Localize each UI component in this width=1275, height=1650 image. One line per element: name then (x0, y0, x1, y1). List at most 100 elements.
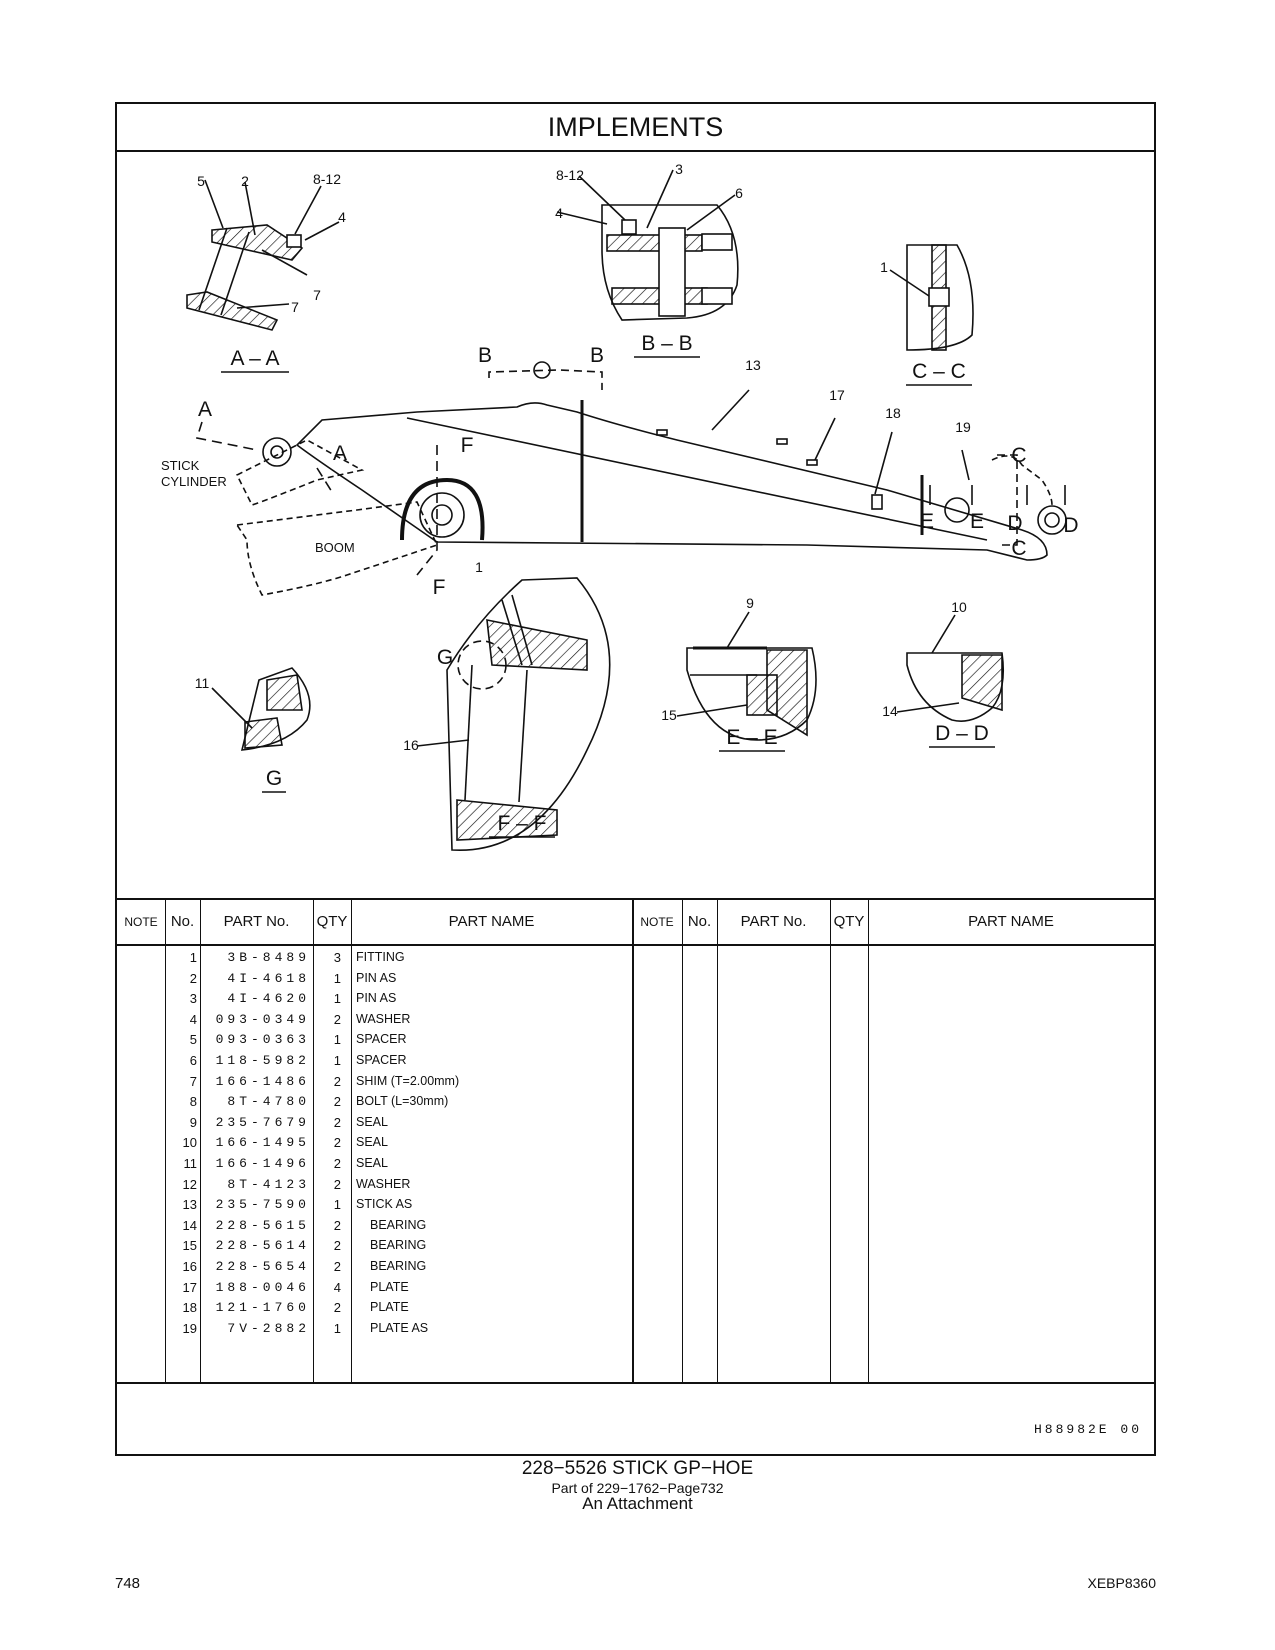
row-part-name: SEAL (356, 1114, 388, 1129)
header-part-no-right: PART No. (740, 913, 807, 930)
header-no-right: No. (687, 913, 712, 930)
cut-letter-g: G (437, 646, 453, 669)
parts-page-frame: IMPLEMENTS (115, 102, 1156, 1456)
cut-letter-d-2: D (1063, 514, 1078, 537)
table-footer-rule (117, 1382, 1154, 1384)
cut-letter-f-1: F (461, 434, 474, 457)
callout-4-bb: 4 (555, 205, 563, 221)
row-part-number: 4I-4618 (227, 970, 310, 986)
col-rule (682, 900, 683, 1382)
label-e-e: E – E (726, 726, 777, 749)
row-number: 10 (182, 1135, 197, 1151)
callout-2: 2 (241, 173, 249, 189)
callout-14: 14 (882, 703, 898, 719)
row-part-name: SPACER (356, 1053, 407, 1067)
row-quantity: 2 (333, 1094, 341, 1110)
row-quantity: 2 (333, 1156, 341, 1171)
cut-letter-e-2: E (970, 510, 984, 533)
row-number: 4 (189, 1011, 197, 1027)
row-part-name: FITTING (356, 950, 405, 964)
callout-13: 13 (745, 357, 761, 373)
row-number: 19 (182, 1320, 197, 1336)
boom-label: BOOM (315, 540, 355, 555)
row-number: 3 (189, 991, 197, 1007)
callout-7-b: 7 (291, 299, 299, 315)
row-quantity: 2 (333, 1300, 341, 1316)
row-part-number: 118-5982 (215, 1053, 310, 1068)
document-id: XEBP8360 (1087, 1575, 1157, 1591)
row-part-number: 8T-4123 (227, 1176, 310, 1192)
label-d-d: D – D (935, 722, 989, 745)
row-part-number: 235-7590 (215, 1197, 310, 1213)
row-part-name: SEAL (356, 1135, 388, 1150)
row-part-number: 3B-8489 (227, 950, 310, 965)
row-quantity: 4 (333, 1279, 341, 1295)
row-number: 18 (182, 1300, 197, 1316)
row-part-number: 8T-4780 (227, 1094, 310, 1110)
row-part-name: STICK AS (356, 1197, 413, 1212)
callout-10: 10 (951, 599, 967, 615)
row-part-name: WASHER (356, 1176, 411, 1191)
cut-letter-d-1: D (1007, 512, 1022, 535)
table-row: 7 166-1486 2 SHIM (T=2.00mm) (117, 1074, 1154, 1096)
row-number: 8 (189, 1094, 197, 1110)
row-part-name: SHIM (T=2.00mm) (356, 1073, 460, 1088)
row-part-name: PIN AS (356, 991, 397, 1006)
col-rule (830, 900, 831, 1382)
callout-18: 18 (885, 405, 901, 421)
row-number: 2 (189, 970, 197, 986)
row-quantity: 2 (333, 1135, 341, 1151)
row-number: 15 (182, 1238, 197, 1254)
callout-8-12-bb: 8-12 (556, 167, 584, 183)
row-part-name: SEAL (356, 1156, 388, 1170)
cut-letter-e-1: E (920, 510, 934, 533)
row-quantity: 2 (333, 1073, 341, 1089)
row-quantity: 1 (333, 1197, 341, 1213)
header-qty-right: QTY (833, 913, 865, 930)
row-number: 5 (189, 1032, 197, 1048)
row-part-number: 121-1760 (215, 1300, 310, 1316)
col-rule (868, 900, 869, 1382)
section-b-b-view (556, 169, 739, 321)
callout-15: 15 (661, 707, 677, 723)
stick-main-view (195, 361, 1067, 596)
row-part-number: 166-1486 (215, 1073, 310, 1089)
caption-subtitle: Part of 229−1762−Page732 (551, 1480, 724, 1496)
row-number: 1 (189, 950, 197, 965)
row-number: 6 (189, 1053, 197, 1068)
row-part-number: 228-5615 (215, 1217, 310, 1233)
row-number: 16 (182, 1259, 197, 1274)
callout-19: 19 (955, 419, 971, 435)
row-part-name: WASHER (356, 1011, 411, 1026)
row-quantity: 2 (333, 1217, 341, 1233)
row-quantity: 2 (333, 1259, 341, 1274)
row-number: 11 (183, 1156, 198, 1171)
callout-8-12-aa: 8-12 (313, 171, 341, 187)
row-quantity: 2 (333, 1011, 341, 1027)
callout-7-a: 7 (313, 287, 321, 303)
row-part-name: BEARING (370, 1259, 427, 1273)
row-number: 9 (189, 1114, 197, 1130)
stick-cylinder-label-line1: STICK (161, 458, 200, 473)
row-part-number: 4I-4620 (227, 991, 310, 1007)
row-number: 7 (189, 1073, 197, 1089)
callout-1-cc: 1 (880, 259, 888, 275)
section-a-a-view (186, 179, 340, 331)
col-rule (351, 900, 352, 1382)
row-part-number: 166-1495 (215, 1135, 310, 1151)
page-number: 748 (115, 1575, 141, 1592)
section-c-c-view (889, 244, 974, 351)
